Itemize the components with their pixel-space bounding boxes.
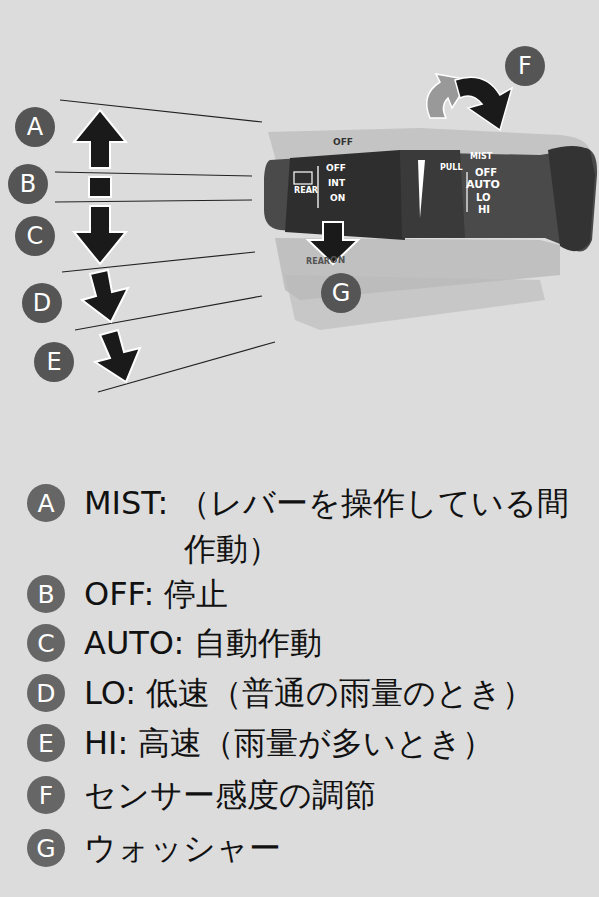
lever-marking: REAR: [306, 258, 330, 267]
legend-text: センサー感度の調節: [84, 772, 376, 818]
lever-marking: ON: [330, 194, 345, 204]
legend-callout-circle: B: [27, 575, 65, 613]
callout-letter: F: [518, 54, 532, 78]
callout-circle: B: [8, 164, 48, 204]
lever-marking: MIST: [470, 153, 492, 162]
callout-letter: G: [36, 836, 55, 861]
callout-circle: E: [34, 342, 74, 382]
callout-letter: B: [20, 172, 36, 196]
callout-circle: C: [15, 216, 55, 256]
lever-marking: REAR: [294, 187, 318, 196]
legend-text: MIST: （レバーを操作している間作動）: [84, 480, 589, 572]
lever-marking: OFF: [333, 138, 353, 148]
legend-text: LO: 低速（普通の雨量のとき）: [84, 670, 534, 716]
callout-letter: B: [37, 582, 54, 607]
callout-letter: D: [36, 681, 55, 706]
legend-text: ウォッシャー: [84, 825, 281, 871]
callout-letter: F: [39, 783, 53, 808]
lever-marking: INT: [328, 179, 345, 189]
legend-callout-circle: F: [27, 776, 65, 814]
callout-letter: G: [332, 281, 351, 305]
lever-marking: AUTO: [466, 179, 500, 191]
legend-callout-circle: C: [27, 624, 65, 662]
legend-text: AUTO: 自動作動: [84, 620, 322, 666]
callout-letter: A: [27, 115, 43, 139]
callout-letter: C: [27, 224, 44, 248]
callout-circle: A: [15, 107, 55, 147]
lever-marking: LO: [476, 192, 491, 203]
callout-letter: E: [38, 731, 54, 756]
callout-letter: E: [46, 350, 61, 374]
callout-circle: D: [22, 283, 62, 323]
legend-callout-circle: G: [27, 829, 65, 867]
legend-callout-circle: A: [27, 484, 65, 522]
lever-marking: OFF: [326, 164, 346, 174]
wiper-lever: [264, 146, 597, 252]
callout-letter: A: [37, 491, 54, 516]
callout-letter: D: [33, 291, 51, 315]
lever-marking: HI: [478, 204, 490, 215]
legend-callout-circle: D: [27, 674, 65, 712]
callout-circle: G: [321, 273, 361, 313]
callout-letter: C: [37, 631, 54, 656]
lever-marking: PULL: [440, 164, 463, 173]
callout-circle: F: [505, 46, 545, 86]
legend-text: OFF: 停止: [84, 571, 228, 617]
lever-marking: OFF: [475, 167, 497, 178]
legend-callout-circle: E: [27, 724, 65, 762]
legend-text: HI: 高速（雨量が多いとき）: [84, 720, 494, 766]
lever-marking: ON: [330, 256, 345, 266]
